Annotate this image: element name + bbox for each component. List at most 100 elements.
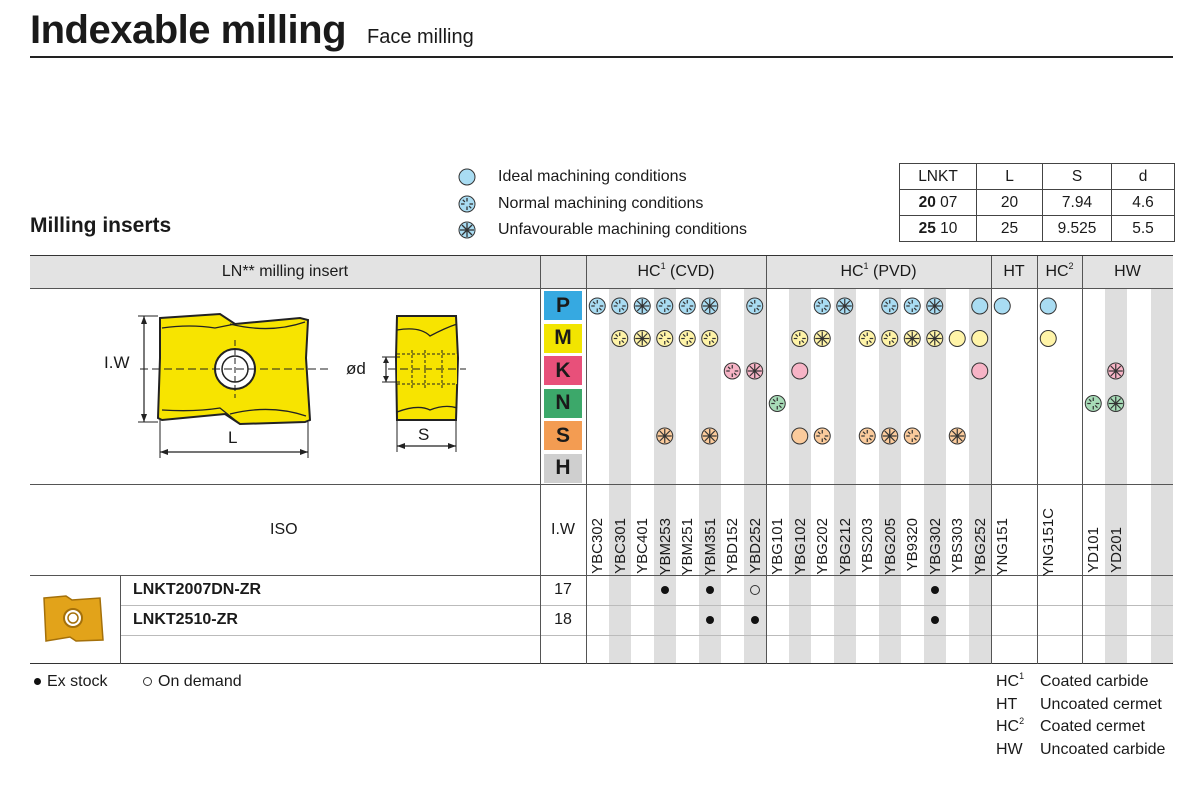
product-row-divider <box>120 605 1173 606</box>
ideal-condition-icon <box>971 330 989 347</box>
normal-condition-icon <box>813 427 831 445</box>
group-header-pvd: HC1 (PVD) <box>840 261 917 280</box>
dims-row: 20 07 20 7.94 4.6 <box>899 189 1175 216</box>
ideal-condition-icon <box>971 297 989 315</box>
unfavourable-condition-icon <box>926 297 944 315</box>
product-row-divider <box>120 635 1173 636</box>
grade-column-shade <box>653 289 676 663</box>
unfavourable-condition-icon <box>926 330 944 347</box>
on-demand-ring-icon <box>749 585 760 595</box>
material-s: S <box>543 420 583 451</box>
legend-unfavourable-label: Unfavourable machining conditions <box>498 221 748 239</box>
legend-ideal: Ideal machining conditions <box>458 164 747 191</box>
table-top-border <box>30 255 1173 256</box>
unfavourable-condition-icon <box>1107 362 1125 380</box>
product-name: LNKT2007DN-ZR <box>133 581 262 598</box>
grade-column-shade <box>698 289 721 663</box>
dims-header-lnkt: LNKT <box>899 163 977 190</box>
page-subtitle: Face milling <box>367 26 474 48</box>
material-p: P <box>543 290 583 321</box>
col-divider <box>586 256 587 664</box>
unfavourable-condition-icon <box>836 297 854 315</box>
table-iso-border <box>30 575 1173 576</box>
ideal-condition-icon <box>791 427 809 445</box>
group-header-hw: HW <box>1114 263 1141 280</box>
dimension-table: LNKT L S d 20 07 20 7.94 4.6 25 10 25 9.… <box>899 163 1175 242</box>
normal-condition-icon <box>903 297 921 315</box>
iw-header: I.W <box>551 521 575 538</box>
col-divider <box>991 256 992 664</box>
dims-d: 5.5 <box>1111 215 1175 242</box>
section-title: Milling inserts <box>30 214 172 237</box>
ex-stock-dot-icon <box>660 586 669 594</box>
grade-column-shade <box>608 289 631 663</box>
col-divider <box>1082 256 1083 664</box>
grade-column-shade <box>923 289 946 663</box>
grade-column-shade <box>788 289 811 663</box>
ex-stock-dot-icon <box>34 678 41 686</box>
ex-stock-dot-icon <box>930 616 939 624</box>
normal-condition-icon <box>701 330 719 347</box>
group-header-hc2: HC2 <box>1045 261 1074 280</box>
grade-column-shade <box>1151 289 1173 663</box>
normal-condition-icon <box>903 427 921 445</box>
product-iw: 17 <box>554 581 572 598</box>
normal-condition-icon <box>791 330 809 347</box>
on-demand-ring-icon <box>143 677 152 687</box>
normal-condition-icon <box>858 427 876 445</box>
normal-condition-icon <box>723 362 741 380</box>
d-dim-label: ød <box>346 359 366 378</box>
ex-stock-dot-icon <box>705 586 714 594</box>
grade-column-shade <box>743 289 766 663</box>
normal-condition-icon <box>858 330 876 347</box>
unfavourable-condition-icon <box>701 427 719 445</box>
table-mid-border <box>30 484 1173 485</box>
normal-condition-icon <box>881 330 899 347</box>
l-dim-label: L <box>228 428 238 447</box>
dims-s: 7.94 <box>1042 189 1112 216</box>
unfavourable-condition-icon <box>633 297 651 315</box>
ideal-condition-icon <box>1039 297 1057 315</box>
col-divider <box>766 256 767 664</box>
normal-condition-icon <box>678 330 696 347</box>
normal-condition-icon <box>768 395 786 412</box>
table-header-border <box>30 288 1173 289</box>
unfavourable-condition-icon <box>746 362 764 380</box>
unfavourable-condition-icon <box>458 221 476 239</box>
table-header-band <box>30 256 1173 288</box>
grade-column-shade <box>968 289 991 663</box>
ex-stock-dot-icon <box>705 616 714 624</box>
header-rule <box>30 56 1173 58</box>
normal-condition-icon <box>1084 395 1102 412</box>
col-divider <box>120 575 121 664</box>
grade-column-shade <box>878 289 901 663</box>
grade-column-shade <box>833 289 856 663</box>
col-divider <box>1037 256 1038 664</box>
dims-header-l: L <box>976 163 1043 190</box>
normal-condition-icon <box>881 297 899 315</box>
legend-normal: Normal machining conditions <box>458 191 747 218</box>
iw-dim-label: I.W <box>104 353 130 372</box>
normal-condition-icon <box>611 297 629 315</box>
ex-stock-dot-icon <box>750 616 759 624</box>
material-n: N <box>543 387 583 419</box>
ex-stock-dot-icon <box>930 586 939 594</box>
ex-stock-legend: Ex stock <box>34 673 107 691</box>
ideal-condition-icon <box>993 297 1011 315</box>
dims-code: 20 07 <box>899 189 977 216</box>
page-title: Indexable milling <box>30 8 347 52</box>
normal-condition-icon <box>656 297 674 315</box>
unfavourable-condition-icon <box>656 427 674 445</box>
dims-l: 25 <box>976 215 1043 242</box>
dims-l: 20 <box>976 189 1043 216</box>
legend-unfavourable: Unfavourable machining conditions <box>458 217 747 244</box>
normal-condition-icon <box>458 195 476 213</box>
unfavourable-condition-icon <box>881 427 899 445</box>
normal-condition-icon <box>746 297 764 315</box>
normal-condition-icon <box>813 297 831 315</box>
s-dim-label: S <box>418 425 430 444</box>
